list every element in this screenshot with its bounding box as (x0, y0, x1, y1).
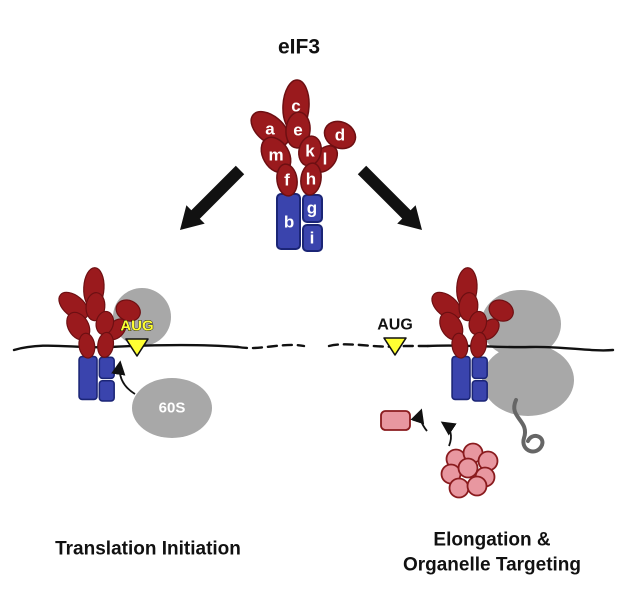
targeted-protein-shape (380, 410, 411, 431)
ribosome-large-subunit-shape (482, 344, 574, 416)
sixty-s-label: 60S (159, 400, 186, 417)
ribosome-60s-shape (132, 378, 212, 438)
subunit-f-label: f (284, 171, 290, 190)
figure-title: eIF3 (278, 36, 320, 59)
subunit-e-label: e (293, 121, 302, 140)
caption-elongation-line1: Elongation & (433, 530, 550, 551)
subunit-c-label: c (291, 97, 300, 116)
targeting-arrow-2 (410, 408, 428, 432)
subunit-k-label: k (305, 142, 315, 161)
subunit-a-label: a (265, 120, 275, 139)
caption-elongation-line2: Organelle Targeting (403, 555, 581, 576)
mrna-line-left-dashed (236, 343, 306, 350)
eif3-complex-top: c a e d m k l f h b g i (243, 78, 361, 252)
subunit-l-label: l (323, 150, 328, 169)
subunit-m-label: m (268, 146, 283, 165)
branch-arrow-right-icon (357, 165, 422, 230)
joining-arrow-60s (111, 360, 136, 395)
aug-label-right: AUG (377, 317, 413, 334)
nascent-chain-squiggle (512, 398, 545, 454)
mrna-line-right-dashed (327, 343, 430, 348)
elongation-targeting-scene: AUG (327, 266, 615, 499)
subunit-h-label: h (306, 170, 316, 189)
subunit-b-label: b (284, 213, 294, 232)
caption-translation-initiation: Translation Initiation (55, 539, 241, 560)
aug-start-codon-triangle-left (125, 338, 149, 357)
subunit-d-label: d (335, 126, 345, 145)
eif3-flower-shape (243, 78, 361, 252)
subunit-i-label: i (310, 229, 315, 248)
translation-initiation-scene: AUG 60S (12, 266, 306, 438)
subunit-g-label: g (307, 199, 317, 218)
targeting-arrow-1 (440, 421, 457, 447)
organelle-cluster-shape (440, 442, 499, 499)
aug-label-left: AUG (120, 318, 153, 335)
branch-arrow-left-icon (180, 165, 245, 230)
aug-start-codon-triangle-right (383, 337, 407, 356)
mrna-line-left-solid (12, 343, 240, 352)
